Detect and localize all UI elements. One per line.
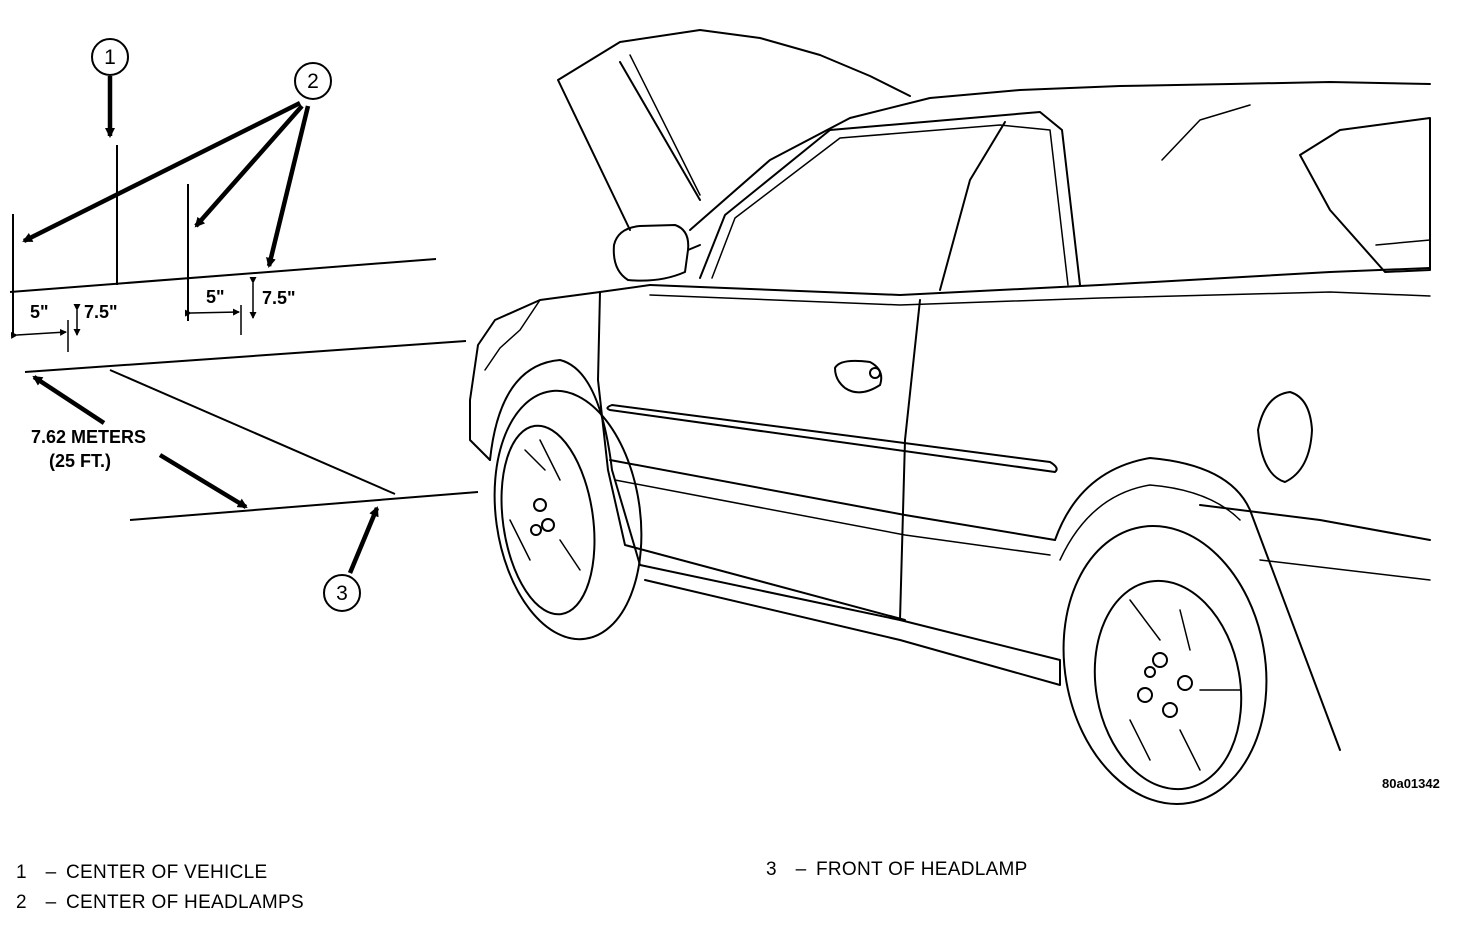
left-vertical-offset: 7.5" [84,302,118,322]
callout-2-circle [294,62,332,100]
callout-3-circle [323,574,361,612]
legend-item-2-number: 2 [16,892,27,913]
fuel-door [1257,391,1313,483]
left-5in-dimension [10,328,67,339]
callout-2-arrow-right [266,105,311,268]
ground-diagonal [109,369,396,495]
front-wheel-arch [489,359,641,566]
legend-item-3-dash: – [795,859,807,880]
body-side-molding [606,404,1058,473]
right-vertical-offset: 7.5" [262,288,296,308]
rocker-line [609,459,1056,541]
rear-window [1299,117,1431,273]
front-door-outline [597,291,906,621]
ground-lines [109,369,479,521]
wall-top-line [9,258,437,293]
b-pillar [939,121,1006,291]
front-window [699,111,1081,286]
belt-line [649,267,1431,296]
legend-item-2: 2–CENTER OF HEADLAMPS [16,892,304,914]
legend-item-1-dash: – [45,862,57,883]
legend-item-3: 3–FRONT OF HEADLAMP [766,859,1028,881]
figure-code: 80a01342 [1382,776,1440,791]
rear-wheel-arch [1054,457,1341,751]
right-5in-dimension [184,308,240,317]
callout-1-number: 1 [104,46,116,69]
headlamp-front-line [129,491,479,521]
sill-bottom [639,564,1061,686]
legend-item-2-dash: – [45,892,57,913]
callout-3-arrow [347,506,380,574]
distance-arrow-up [32,375,106,425]
dimension-marks [10,277,257,352]
left-horizontal-offset: 5" [30,302,49,322]
legend-item-3-text: FRONT OF HEADLAMP [816,859,1028,880]
distance-feet: (25 FT.) [49,451,111,471]
callout-1: 1 [91,38,129,138]
rear-quarter-line [1199,504,1431,541]
distance-arrow-down [158,453,248,509]
distance-callout: 7.62 METERS (25 FT.) [31,375,248,509]
vehicle-illustration [469,29,1431,805]
roof-line [689,81,1431,231]
distance-meters: 7.62 METERS [31,427,146,447]
callout-2-arrow-middle [194,104,304,228]
front-fender [469,284,651,461]
wall-screen [9,145,467,373]
wall-bottom-line [24,340,467,373]
door-handle [834,359,883,394]
callout-2-number: 2 [307,70,319,93]
callout-2: 2 [22,62,332,268]
callout-1-circle [91,38,129,76]
callout-2-arrow-left [22,100,302,244]
door-split-line [899,299,921,621]
front-tire [493,389,643,641]
dimension-labels: 5" 7.5" 5" 7.5" [30,287,296,322]
legend-item-2-text: CENTER OF HEADLAMPS [66,892,304,913]
legend-item-1-number: 1 [16,862,27,883]
legend-item-1: 1–CENTER OF VEHICLE [16,862,267,884]
callout-3: 3 [323,506,380,612]
legend-item-1-text: CENTER OF VEHICLE [66,862,268,883]
open-hood [557,29,911,231]
callout-3-number: 3 [336,582,348,605]
rear-rim [1093,579,1243,791]
side-mirror [612,224,690,282]
right-horizontal-offset: 5" [206,287,225,307]
legend-item-3-number: 3 [766,859,777,880]
rear-tire [1062,525,1268,805]
front-rim [500,424,596,616]
